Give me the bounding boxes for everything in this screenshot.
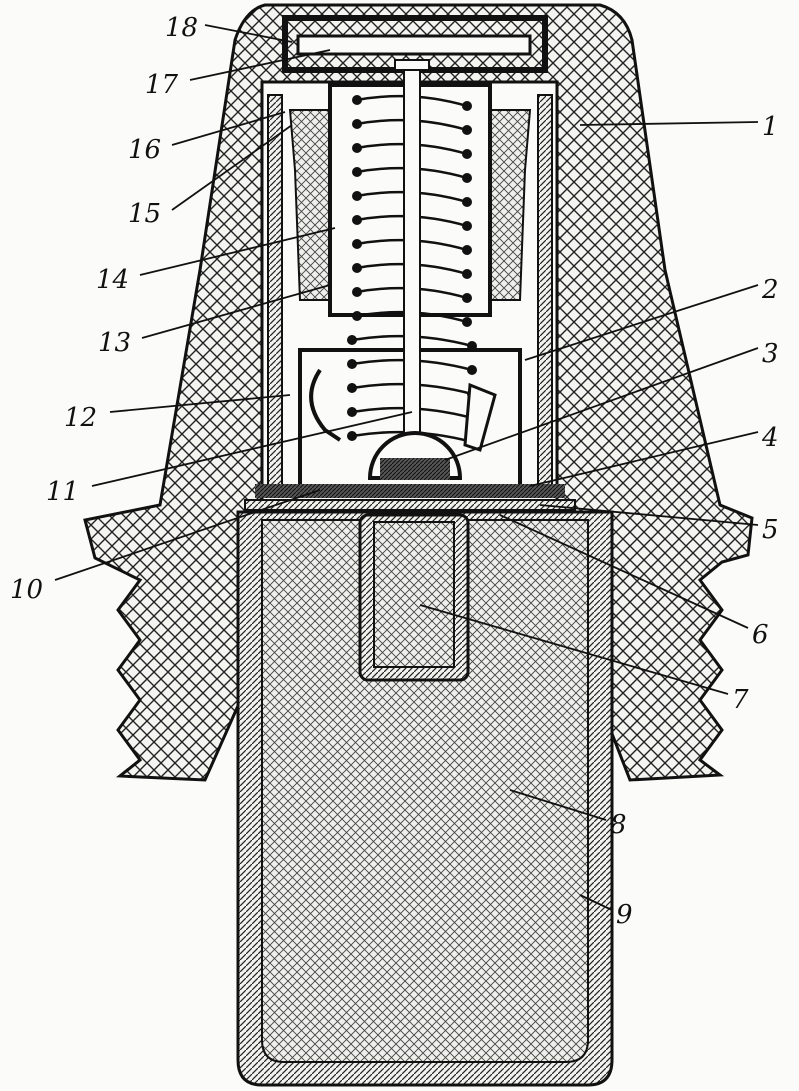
disc-17 [296, 34, 532, 56]
callout-9: 9 [616, 900, 633, 930]
spring-coil-section [352, 287, 362, 297]
spring-coil-section [347, 383, 357, 393]
spring-coil-section [352, 143, 362, 153]
holder-left [288, 109, 331, 301]
charge-7 [373, 521, 455, 668]
latch-right [463, 382, 497, 452]
spring-coil-section [347, 335, 357, 345]
callout-17: 17 [145, 70, 179, 100]
callout-14: 14 [96, 265, 129, 295]
callout-11: 11 [46, 477, 79, 507]
spring-coil-section [352, 263, 362, 273]
plug-3 [380, 458, 450, 480]
spring-coil-section [462, 293, 472, 303]
latch-left [309, 368, 342, 442]
callout-13: 13 [98, 328, 131, 358]
spring-coil-section [462, 101, 472, 111]
diaphragm [255, 484, 565, 498]
callout-8: 8 [610, 810, 627, 840]
callout-7: 7 [732, 685, 749, 715]
callout-10: 10 [10, 575, 43, 605]
spring-coil-section [462, 149, 472, 159]
striker-pin [403, 61, 421, 443]
spring-coil-section [347, 407, 357, 417]
callout-3: 3 [762, 339, 779, 369]
spring-coil-section [352, 191, 362, 201]
callout-15: 15 [128, 199, 161, 229]
spring-coil-section [352, 215, 362, 225]
callout-2: 2 [761, 275, 779, 305]
spring-coil-section [347, 431, 357, 441]
spring-coil-section [462, 221, 472, 231]
spring-coil-section [347, 359, 357, 369]
spring-coil-section [352, 167, 362, 177]
spring-13 [347, 94, 477, 447]
spring-coil-section [352, 239, 362, 249]
spring-coil-section [467, 341, 477, 351]
callout-4: 4 [761, 423, 779, 453]
spring-coil-section [352, 119, 362, 129]
spring-coil-section [462, 317, 472, 327]
filling-8 [261, 519, 589, 1063]
sleeve-right [537, 94, 553, 496]
spring-coil-section [462, 173, 472, 183]
spring-coil-section [352, 311, 362, 321]
callout-6: 6 [752, 620, 769, 650]
callout-1: 1 [762, 112, 779, 142]
callout-16: 16 [128, 135, 161, 165]
spring-coil-section [467, 365, 477, 375]
spring-coil-section [462, 245, 472, 255]
leader-lines [54, 24, 759, 911]
spring-coil-section [462, 197, 472, 207]
callout-12: 12 [64, 403, 97, 433]
gasket [244, 499, 576, 511]
spring-coil-section [352, 95, 362, 105]
callout-18: 18 [165, 13, 198, 43]
sleeve-left [267, 94, 283, 496]
pin-head [394, 59, 430, 71]
spring-coil-section [462, 125, 472, 135]
callout-5: 5 [762, 515, 779, 545]
spring-coil-section [462, 269, 472, 279]
